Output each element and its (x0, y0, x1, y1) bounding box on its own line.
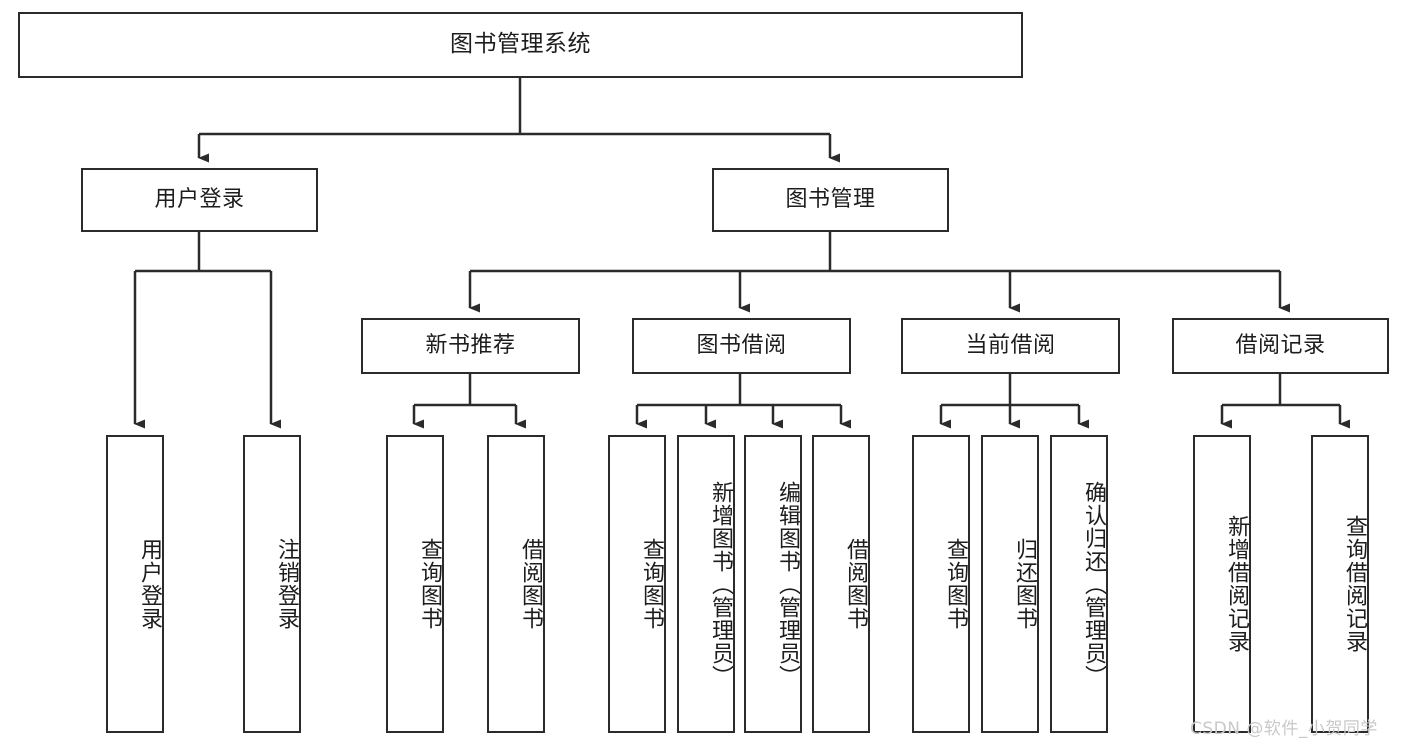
node-label: 查询图书 (639, 538, 664, 630)
node-label: 查询借阅记录 (1342, 515, 1367, 653)
leaf-new-book-borrow[interactable]: 借阅图书 (487, 435, 545, 733)
leaf-book-borrow-add[interactable]: 新增图书（管理员） (677, 435, 735, 733)
node-label: 查询图书 (417, 538, 442, 630)
leaf-current-borrow-return[interactable]: 归还图书 (981, 435, 1039, 733)
leaf-current-borrow-query[interactable]: 查询图书 (912, 435, 970, 733)
node-label: 借阅图书 (518, 538, 543, 630)
node-label: 借阅图书 (843, 538, 868, 630)
node-user-login[interactable]: 用户登录 (81, 168, 318, 232)
leaf-book-borrow-edit[interactable]: 编辑图书（管理员） (744, 435, 802, 733)
node-label: 图书管理系统 (450, 31, 591, 58)
leaf-book-borrow-borrow[interactable]: 借阅图书 (812, 435, 870, 733)
node-book-management[interactable]: 图书管理 (712, 168, 949, 232)
node-root-book-management-system[interactable]: 图书管理系统 (18, 12, 1023, 78)
node-label: 新书推荐 (425, 332, 516, 358)
node-label: 新增图书（管理员） (708, 480, 733, 688)
node-label: 当前借阅 (965, 332, 1056, 358)
node-label: 注销登录 (274, 538, 299, 630)
csdn-watermark: CSDN @软件_小贺同学 (1190, 719, 1378, 739)
node-label: 图书管理 (785, 186, 876, 212)
leaf-new-book-query[interactable]: 查询图书 (386, 435, 444, 733)
node-label: 编辑图书（管理员） (775, 480, 800, 688)
node-label: 图书借阅 (696, 332, 787, 358)
node-label: 用户登录 (137, 538, 162, 630)
node-current-borrow[interactable]: 当前借阅 (901, 318, 1120, 374)
leaf-book-borrow-query[interactable]: 查询图书 (608, 435, 666, 733)
leaf-borrow-record-add[interactable]: 新增借阅记录 (1193, 435, 1251, 733)
node-new-book-recommend[interactable]: 新书推荐 (361, 318, 580, 374)
leaf-borrow-record-query[interactable]: 查询借阅记录 (1311, 435, 1369, 733)
node-borrow-record[interactable]: 借阅记录 (1172, 318, 1389, 374)
node-label: 新增借阅记录 (1224, 515, 1249, 653)
node-label: 借阅记录 (1235, 332, 1326, 358)
node-book-borrow[interactable]: 图书借阅 (632, 318, 851, 374)
leaf-current-borrow-confirm-return[interactable]: 确认归还（管理员） (1050, 435, 1108, 733)
node-label: 查询图书 (943, 538, 968, 630)
leaf-user-login-logout[interactable]: 注销登录 (243, 435, 301, 733)
leaf-user-login-login[interactable]: 用户登录 (106, 435, 164, 733)
node-label: 确认归还（管理员） (1081, 480, 1106, 688)
node-label: 归还图书 (1012, 538, 1037, 630)
node-label: 用户登录 (154, 186, 245, 212)
